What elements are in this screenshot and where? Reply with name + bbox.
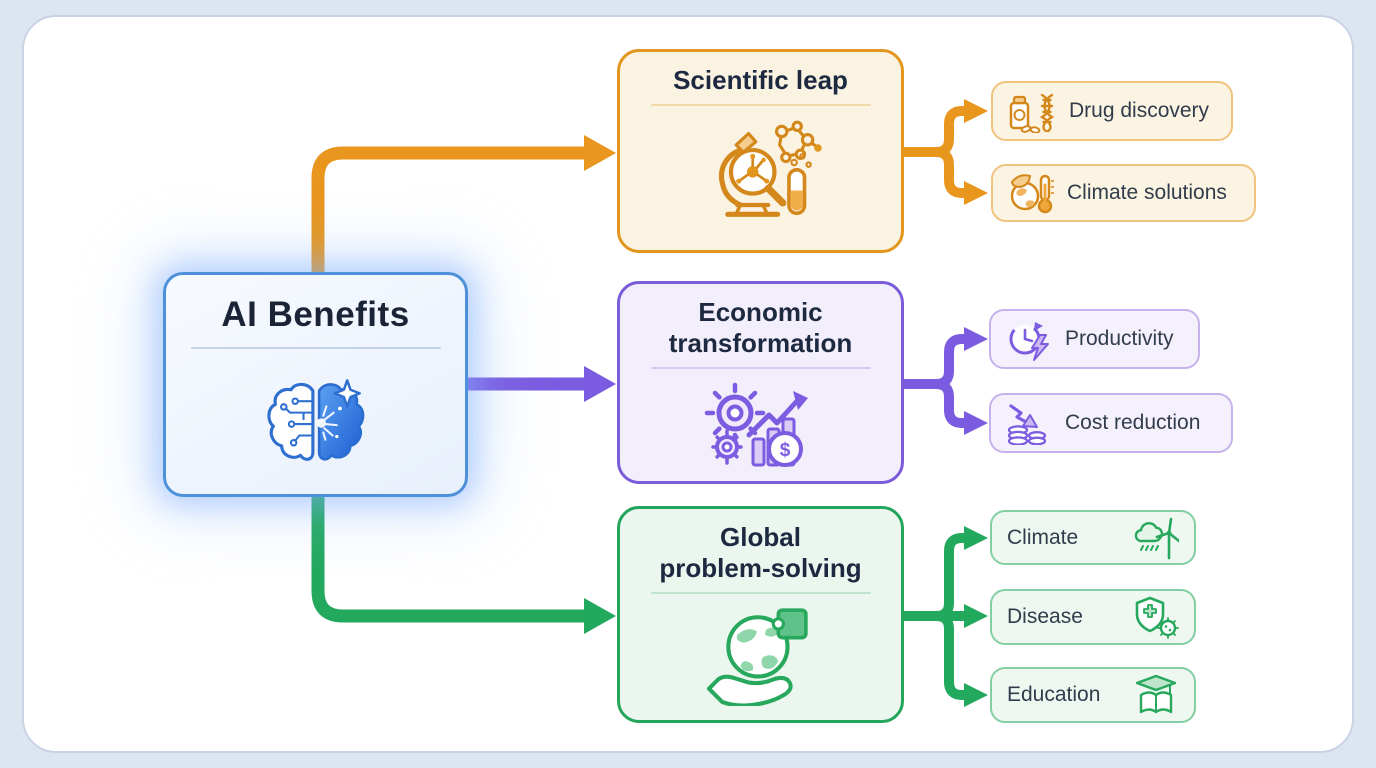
- sparkle-star-icon: [332, 378, 361, 408]
- root-node-ai-benefits: AI Benefits: [163, 272, 468, 497]
- globe-leaf-thermometer-icon: [1008, 171, 1054, 215]
- leaf-node-productivity: Productivity: [989, 309, 1200, 369]
- branch-divider: [650, 367, 871, 370]
- leaf-label: Education: [1007, 683, 1101, 706]
- branch-divider: [650, 104, 871, 107]
- hand-globe-puzzle-icon: [703, 594, 819, 720]
- microscope-molecule-icon: [698, 106, 824, 250]
- branch-node-scientific-leap: Scientific leap: [617, 49, 904, 253]
- leaf-node-disease: Disease: [990, 589, 1196, 645]
- ai-brain-icon: [264, 349, 368, 494]
- coins-down-arrow-icon: [1006, 401, 1052, 445]
- leaf-label: Disease: [1007, 605, 1083, 628]
- leaf-label: Productivity: [1065, 327, 1174, 350]
- leaf-label: Drug discovery: [1069, 99, 1210, 122]
- puzzle-piece-icon: [771, 608, 808, 640]
- leaf-label: Climate solutions: [1067, 181, 1227, 204]
- leaf-node-education: Education: [990, 667, 1196, 723]
- clock-lightning-icon: [1006, 317, 1052, 361]
- leaf-node-climate: Climate: [990, 510, 1196, 565]
- root-title: AI Benefits: [221, 295, 410, 334]
- gears-growth-chart-icon: $: [700, 369, 822, 481]
- leaf-node-drug-discovery: Drug discovery: [991, 81, 1233, 141]
- leaf-label: Climate: [1007, 525, 1079, 549]
- shield-virus-icon: [1133, 595, 1179, 639]
- pill-bottle-dna-icon: [1008, 89, 1056, 133]
- svg-text:$: $: [779, 440, 790, 461]
- leaf-node-climate-solutions: Climate solutions: [991, 164, 1256, 222]
- book-graduation-cap-icon: [1133, 673, 1179, 717]
- branch-title: Scientific leap: [673, 65, 848, 95]
- leaf-label: Cost reduction: [1065, 411, 1201, 434]
- leaf-node-cost-reduction: Cost reduction: [989, 393, 1233, 453]
- branch-divider: [650, 592, 871, 595]
- rain-cloud-wind-turbine-icon: [1131, 516, 1179, 560]
- root-divider: [190, 347, 441, 349]
